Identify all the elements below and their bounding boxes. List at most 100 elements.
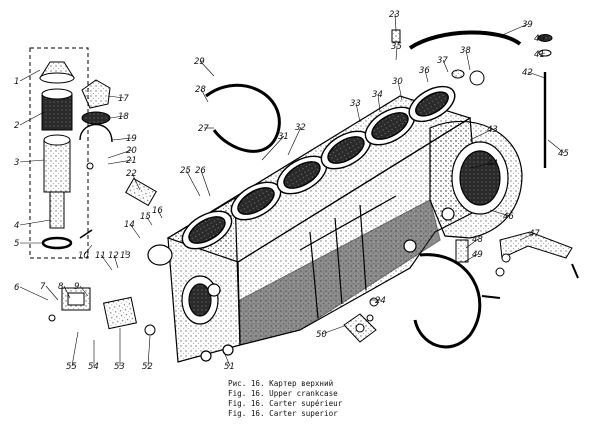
callout-number: 7: [40, 282, 46, 292]
callout-13: 13: [120, 250, 131, 261]
callout-51: 51: [223, 351, 235, 372]
callout-number: 26: [195, 166, 206, 176]
leader-line: [223, 351, 231, 367]
callout-12: 12: [108, 251, 119, 269]
caption-line-en: Fig. 16. Upper crankcase: [228, 389, 338, 398]
callout-26: 26: [195, 166, 211, 197]
leader-line: [79, 285, 89, 297]
callout-number: 28: [195, 85, 206, 95]
leader-line: [19, 111, 45, 126]
callout-23: 23: [389, 10, 400, 31]
leader-line: [463, 253, 479, 263]
caption-line-es: Fig. 16. Carter superior: [228, 409, 338, 418]
callout-number: 55: [66, 362, 77, 372]
leader-line: [157, 209, 163, 219]
leader-line: [19, 219, 51, 226]
leader-line: [519, 232, 536, 241]
callout-49: 49: [463, 250, 483, 263]
leader-line: [145, 215, 153, 226]
callout-17: 17: [107, 94, 129, 104]
leader-line: [442, 59, 449, 73]
callout-18: 18: [109, 112, 129, 122]
callout-number: 38: [460, 46, 471, 56]
callout-number: 25: [180, 166, 191, 176]
callout-47: 47: [519, 229, 540, 241]
callout-29: 29: [194, 57, 215, 77]
leader-line: [200, 88, 209, 103]
callout-number: 1: [14, 77, 19, 87]
leader-line: [424, 69, 429, 83]
callout-number: 2: [14, 121, 19, 131]
leader-line: [111, 137, 133, 141]
leader-line: [547, 139, 565, 154]
callout-39: 39: [499, 20, 533, 37]
callout-number: 24: [375, 296, 386, 306]
callout-number: 14: [124, 220, 135, 230]
leader-line: [355, 102, 361, 123]
callout-number: 5: [14, 239, 19, 249]
callout-7: 7: [40, 282, 59, 301]
callout-number: 4: [14, 221, 19, 231]
leader-line: [199, 60, 215, 77]
leader-line: [469, 162, 494, 169]
callout-number: 46: [503, 212, 514, 222]
leader-line: [489, 209, 510, 217]
callout-2: 2: [14, 111, 45, 131]
callout-21: 21: [107, 156, 137, 166]
callout-6: 6: [14, 283, 49, 301]
callout-number: 31: [278, 132, 289, 142]
leader-line: [147, 335, 151, 367]
callout-number: 8: [58, 282, 64, 292]
callout-36: 36: [419, 66, 430, 83]
callout-number: 29: [194, 57, 205, 67]
callout-53: 53: [114, 328, 125, 372]
callout-34: 34: [372, 90, 383, 113]
callout-number: 21: [126, 156, 137, 166]
callout-number: 32: [295, 123, 306, 133]
callout-number: 42: [522, 68, 533, 78]
callout-22: 22: [126, 169, 141, 191]
leader-line: [113, 254, 119, 269]
leader-line: [185, 169, 201, 197]
leader-line: [107, 159, 133, 165]
leader-line: [394, 13, 397, 31]
callout-number: 27: [198, 124, 209, 134]
callout-number: 39: [522, 20, 533, 30]
leader-line: [63, 285, 71, 299]
leader-line: [19, 159, 45, 163]
callout-27: 27: [198, 124, 214, 134]
callout-48: 48: [465, 235, 483, 249]
lower-right-hardware: [343, 231, 579, 343]
callout-45: 45: [547, 139, 569, 159]
callout-number: 40: [534, 34, 545, 44]
leader-line: [109, 115, 125, 119]
callout-number: 35: [391, 42, 402, 52]
callout-number: 6: [14, 283, 20, 293]
callout-number: 53: [114, 362, 125, 372]
callout-number: 16: [152, 206, 163, 216]
callout-number: 18: [118, 112, 129, 122]
callout-40: 40: [534, 34, 545, 44]
callout-20: 20: [107, 146, 137, 159]
leader-line: [45, 285, 59, 301]
callout-9: 9: [74, 282, 89, 297]
callout-11: 11: [95, 251, 113, 271]
callout-42: 42: [522, 68, 546, 79]
callout-number: 19: [126, 134, 137, 144]
callout-number: 45: [558, 149, 569, 159]
leader-line: [287, 126, 302, 156]
leader-line: [200, 169, 211, 197]
callout-number: 43: [487, 125, 498, 135]
callout-number: 15: [140, 212, 151, 222]
callout-number: 34: [372, 90, 383, 100]
callout-number: 49: [472, 250, 483, 260]
callout-8: 8: [58, 282, 71, 299]
leader-line: [395, 45, 398, 61]
callout-43: 43: [469, 125, 498, 141]
callout-15: 15: [140, 212, 153, 226]
clamp-straps: [205, 30, 522, 349]
callout-number: 33: [350, 99, 361, 109]
callout-32: 32: [287, 123, 306, 156]
callout-30: 30: [392, 77, 403, 101]
callout-number: 44: [487, 159, 498, 169]
